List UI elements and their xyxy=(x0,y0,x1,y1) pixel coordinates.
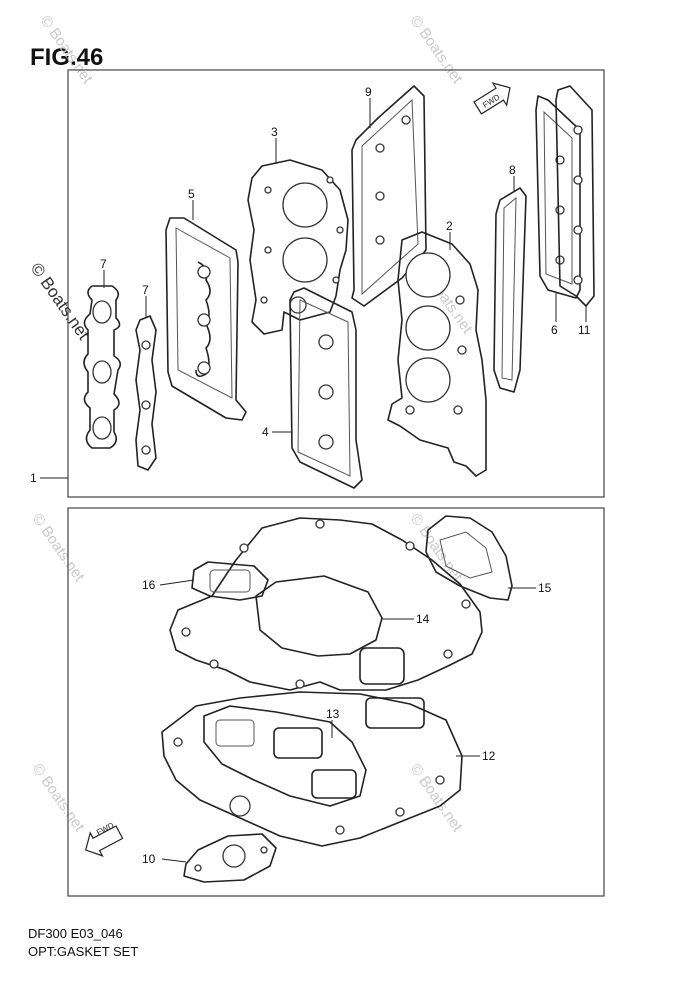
callout-3: 3 xyxy=(271,125,278,139)
callout-13: 13 xyxy=(326,707,340,721)
callout-16: 16 xyxy=(142,578,156,592)
part-13-gasket xyxy=(203,705,367,807)
caption-model: DF300 E03_046 xyxy=(28,926,123,941)
part-12-gasket xyxy=(161,691,463,847)
part-15-gasket xyxy=(425,515,513,601)
watermark: © Boats.net xyxy=(407,761,466,836)
watermark: © Boats.net xyxy=(407,511,466,586)
part-5-valve-cover-gasket xyxy=(165,217,247,421)
part-4-valve-cover-gasket xyxy=(289,287,363,489)
callout-1: 1 xyxy=(30,471,37,485)
watermark: © Boats.net xyxy=(407,13,466,88)
callout-7b: 7 xyxy=(142,283,149,297)
part-9-cover-gasket xyxy=(351,85,427,307)
callout-9: 9 xyxy=(365,85,372,99)
fwd-arrow-icon xyxy=(85,825,124,857)
upper-frame xyxy=(67,69,605,498)
watermark: © Boats.net xyxy=(29,761,88,836)
watermark: © Boats.net xyxy=(29,511,88,586)
part-7-gasket-right xyxy=(135,315,157,471)
part-14-large-gasket xyxy=(169,517,483,691)
callout-7: 7 xyxy=(100,257,107,271)
part-16-gasket xyxy=(191,561,269,601)
callout-4: 4 xyxy=(262,425,269,439)
fwd-arrow-icon: FWD xyxy=(473,82,511,115)
part-11-gasket xyxy=(555,85,595,307)
part-7-gasket-left xyxy=(83,285,122,449)
part-2-head-gasket xyxy=(387,231,487,477)
part-10-gasket xyxy=(183,833,277,883)
part-3-head-gasket xyxy=(247,159,349,335)
caption-name: OPT:GASKET SET xyxy=(28,944,139,959)
lower-frame xyxy=(67,507,605,897)
callout-11: 11 xyxy=(578,323,591,337)
callout-10: 10 xyxy=(142,852,156,866)
callout-14: 14 xyxy=(416,612,430,626)
callout-8: 8 xyxy=(509,163,516,177)
callout-2: 2 xyxy=(446,219,453,233)
callout-12: 12 xyxy=(482,749,496,763)
part-8-gasket xyxy=(493,187,527,393)
callout-6: 6 xyxy=(551,323,558,337)
callout-15: 15 xyxy=(538,581,552,595)
watermark: © Boats.net xyxy=(37,13,96,88)
callout-5: 5 xyxy=(188,187,195,201)
watermark: © Boats.net xyxy=(27,259,94,343)
figure-title: FIG.46 xyxy=(30,44,104,71)
